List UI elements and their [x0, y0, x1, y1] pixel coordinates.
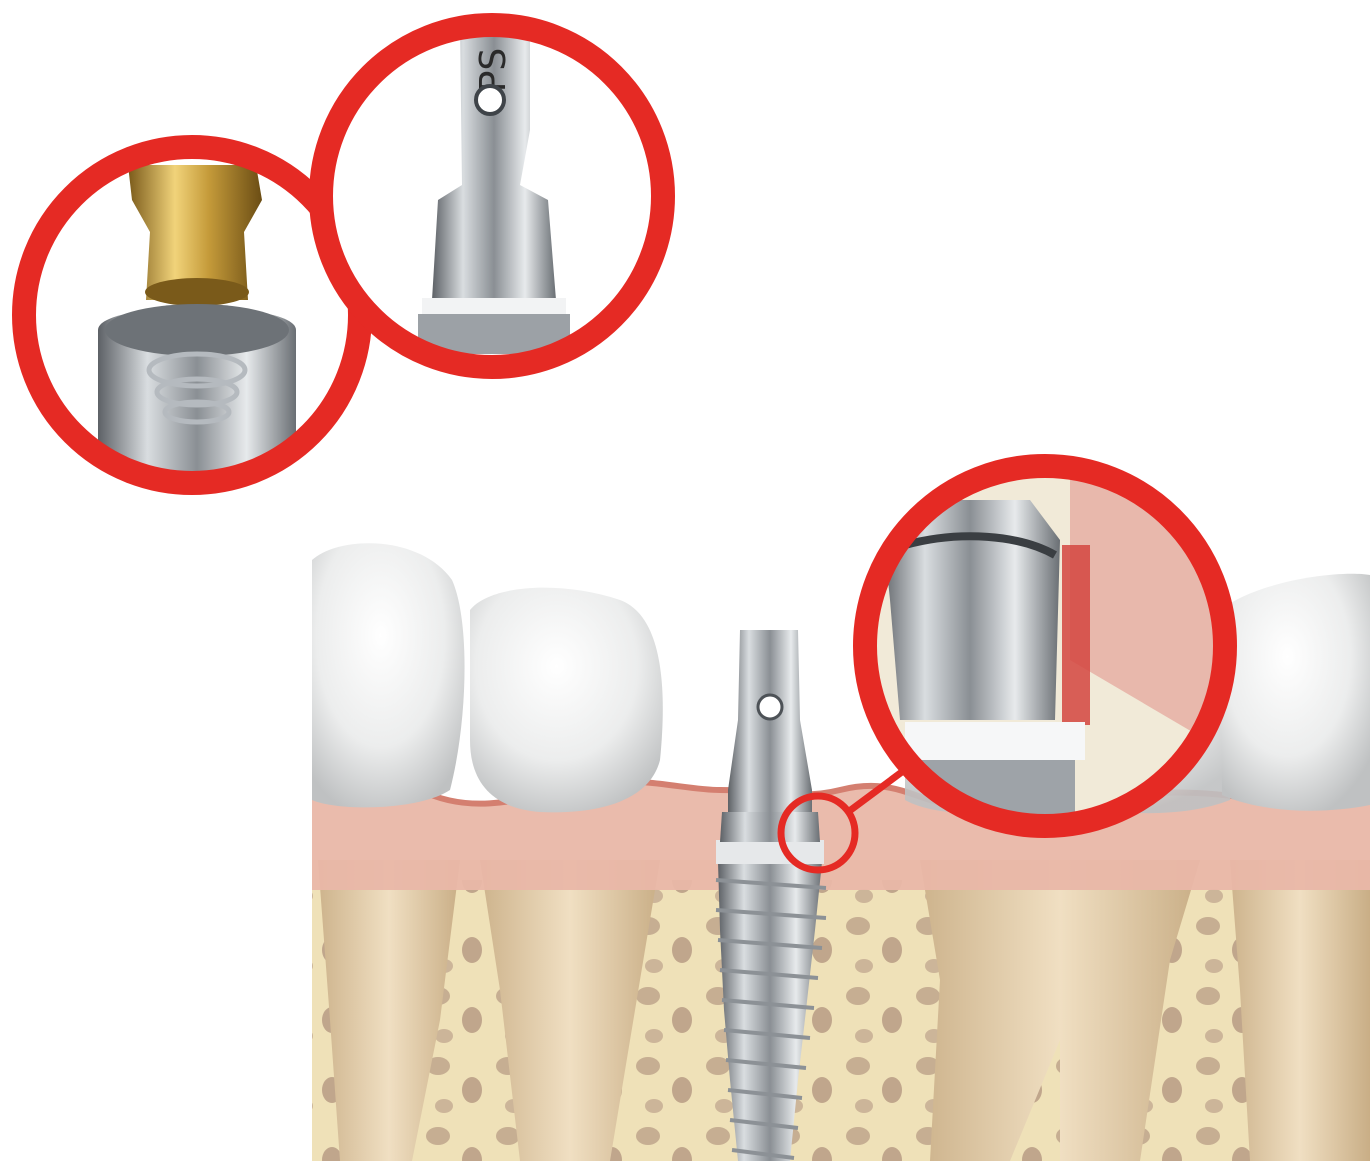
callout-abutment-top: PS [320, 25, 665, 370]
abutment-post [728, 630, 812, 812]
tooth-crown-right [1220, 574, 1370, 811]
tooth-crown-second [470, 588, 663, 813]
implant-socket-opening [105, 304, 289, 356]
screw-hole [476, 86, 504, 114]
abutment-collar-band [422, 298, 566, 314]
gum-edge [1062, 545, 1090, 725]
collar-band [905, 722, 1085, 760]
implant-neck [716, 840, 824, 864]
gold-abutment-base [145, 278, 249, 306]
tooth-crown-left [312, 543, 465, 807]
abutment-screw-hole [758, 695, 782, 719]
bone-pores [312, 880, 1370, 1161]
abutment-collar [720, 812, 820, 842]
tooth-root-right [1230, 860, 1370, 1161]
